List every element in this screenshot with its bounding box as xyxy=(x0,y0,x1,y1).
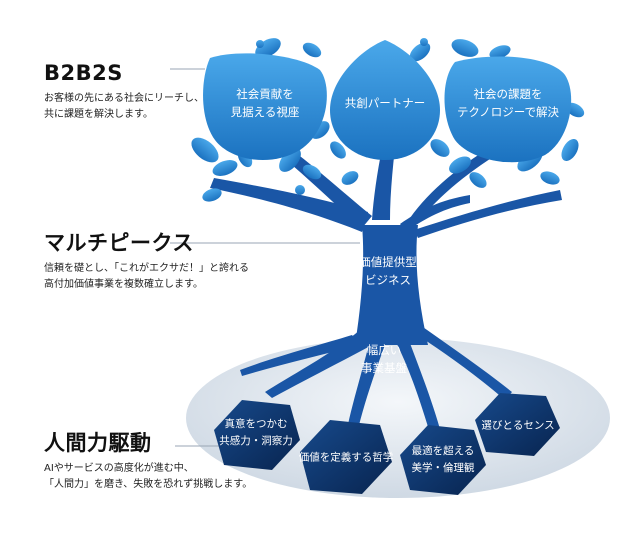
leaf-left xyxy=(203,53,327,161)
label-human-power-line-1: AIやサービスの高度化が進む中、 xyxy=(44,463,194,475)
large-leaves xyxy=(203,40,572,163)
root-text-line: 美学・倫理観 xyxy=(411,462,475,474)
label-multi-peaks-line-2: 高付加価値事業を複数確立します。 xyxy=(44,278,203,290)
trunk-text-business-foundation: 幅広い 事業基盤 xyxy=(361,342,407,378)
root-hexagons xyxy=(214,393,560,495)
root-hex-4 xyxy=(475,393,560,456)
root-text-line: 選びとるセンス xyxy=(481,419,555,432)
trunk-text-line: 事業基盤 xyxy=(361,361,407,375)
root-text-empathy-insight: 真意をつかむ 共感力・洞察力 xyxy=(219,416,293,450)
label-multi-peaks-desc: 信頼を礎とし、「これがエクサだ！」と誇れる 高付加価値事業を複数確立します。 xyxy=(44,261,249,292)
trunk-text-line: ビジネス xyxy=(365,273,411,287)
label-human-power: 人間力駆動 AIやサービスの高度化が進む中、 「人間力」を磨き、失敗を恐れず挑戦… xyxy=(44,431,252,492)
leaf-text-line: 見据える視座 xyxy=(230,105,300,119)
leaf-text-line: 共創パートナー xyxy=(344,96,426,111)
label-human-power-desc: AIやサービスの高度化が進む中、 「人間力」を磨き、失敗を恐れず挑戦します。 xyxy=(44,461,252,492)
leaf-text-line: 社会貢献を xyxy=(236,87,294,102)
root-hex-3 xyxy=(400,425,486,495)
root-text-line: 価値を定義する哲学 xyxy=(298,451,394,464)
leaf-text-line: テクノロジーで解決 xyxy=(456,105,560,119)
leaf-center xyxy=(330,40,440,160)
label-b2b2s-line-1: お客様の先にある社会にリーチし、 xyxy=(44,93,204,105)
label-multi-peaks-line-1: 信頼を礎とし、「これがエクサだ！」と誇れる xyxy=(44,263,249,275)
leaf-text-social-contribution: 社会貢献を 見据える視座 xyxy=(231,86,300,122)
leaf-text-co-creation-partner: 共創パートナー xyxy=(345,95,426,113)
root-text-line: 共感力・洞察力 xyxy=(219,435,293,447)
root-text-philosophy: 価値を定義する哲学 xyxy=(299,450,394,467)
leaf-text-solve-social-issues: 社会の課題を テクノロジーで解決 xyxy=(457,86,559,122)
root-hex-2 xyxy=(300,420,392,494)
root-text-aesthetics-ethics: 最適を超える 美学・倫理観 xyxy=(412,443,475,477)
trunk-text-line: 幅広い xyxy=(366,343,402,358)
root-text-line: 真意をつかむ xyxy=(224,418,288,431)
root-text-line: 最適を超える xyxy=(411,445,475,458)
label-multi-peaks-title: マルチピークス xyxy=(44,231,194,255)
label-b2b2s-line-2: 共に課題を解決します。 xyxy=(44,108,153,120)
leaf-text-line: 社会の課題を xyxy=(473,87,543,102)
label-b2b2s-desc: お客様の先にある社会にリーチし、 共に課題を解決します。 xyxy=(44,91,204,122)
trunk-text-line: 価値提供型 xyxy=(359,255,417,270)
tree-roots xyxy=(240,325,512,442)
label-human-power-line-2: 「人間力」を磨き、失敗を恐れず挑戦します。 xyxy=(44,478,253,490)
trunk-text-value-business: 価値提供型 ビジネス xyxy=(359,254,417,290)
label-b2b2s: B2B2S お客様の先にある社会にリーチし、 共に課題を解決します。 xyxy=(44,61,204,122)
root-hex-1 xyxy=(214,400,300,470)
root-text-sense: 選びとるセンス xyxy=(481,418,554,435)
small-leaves xyxy=(191,38,585,202)
label-b2b2s-title: B2B2S xyxy=(44,61,123,85)
leaf-right xyxy=(444,56,572,163)
label-human-power-title: 人間力駆動 xyxy=(44,431,152,455)
label-multi-peaks: マルチピークス 信頼を礎とし、「これがエクサだ！」と誇れる 高付加価値事業を複数… xyxy=(44,231,249,292)
